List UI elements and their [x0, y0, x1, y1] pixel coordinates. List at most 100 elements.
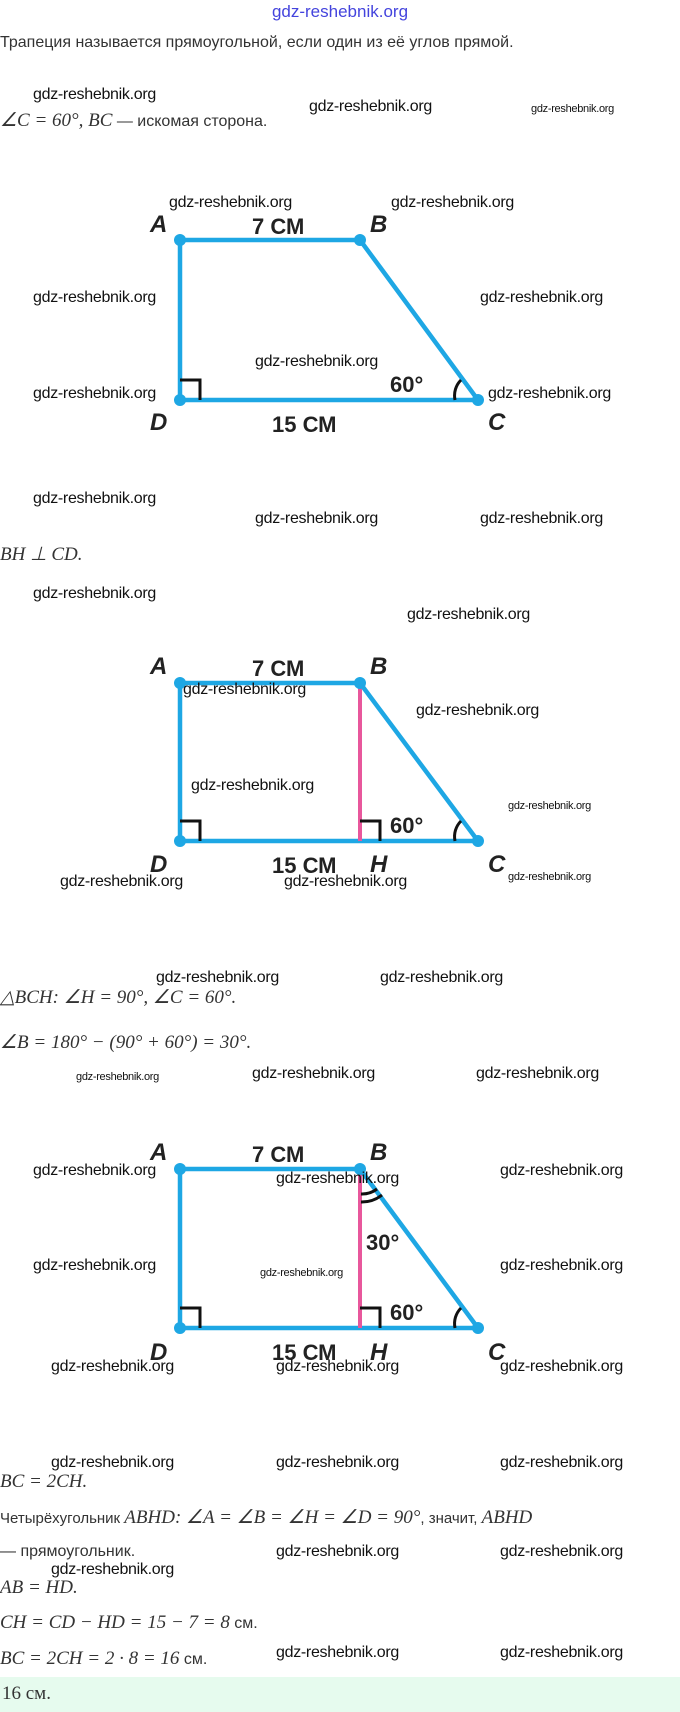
watermark: gdz-reshebnik.org [33, 1162, 156, 1179]
watermark: gdz-reshebnik.org [191, 777, 314, 794]
watermark: gdz-reshebnik.org [51, 1561, 174, 1578]
watermark: gdz-reshebnik.org [255, 510, 378, 527]
watermark: gdz-reshebnik.org [33, 289, 156, 306]
angle-arc [453, 378, 463, 401]
angle-b-label: 30° [366, 1230, 399, 1255]
angle-c-label: 60° [390, 1300, 423, 1325]
top-length-label: 7 СМ [252, 1142, 304, 1167]
watermark: gdz-reshebnik.org [500, 1358, 623, 1375]
watermark: gdz-reshebnik.org [51, 1358, 174, 1375]
quad-suffix: — прямоугольник. [0, 1543, 136, 1560]
trapezoid-sides [177, 237, 483, 403]
right-angle-mark-h [360, 1306, 382, 1328]
watermark: gdz-reshebnik.org [33, 490, 156, 507]
watermark: gdz-reshebnik.org [500, 1454, 623, 1471]
vertex-c-label: C [488, 1339, 506, 1366]
watermark: gdz-reshebnik.org [500, 1644, 623, 1661]
watermark: gdz-reshebnik.org [500, 1162, 623, 1179]
watermark: gdz-reshebnik.org [183, 681, 306, 698]
watermark: gdz-reshebnik.org [156, 969, 279, 986]
watermark: gdz-reshebnik.org [33, 385, 156, 402]
watermark: gdz-reshebnik.org [260, 1267, 343, 1279]
angle-arc-c [453, 1306, 463, 1329]
watermark: gdz-reshebnik.org [33, 86, 156, 103]
bc-line: BC = 2CH = 2 · 8 = 16 см. [0, 1648, 207, 1670]
watermark: gdz-reshebnik.org [380, 969, 503, 986]
quad-line: Четырёхугольник ABHD: ∠A = ∠B = ∠H = ∠D … [0, 1506, 532, 1529]
watermark: gdz-reshebnik.org [276, 1170, 399, 1187]
watermark: gdz-reshebnik.org [51, 1454, 174, 1471]
watermark: gdz-reshebnik.org [500, 1257, 623, 1274]
watermark: gdz-reshebnik.org [407, 606, 530, 623]
watermark: gdz-reshebnik.org [488, 385, 611, 402]
angle-arc-b [360, 1187, 383, 1204]
bottom-length-label: 15 СМ [272, 853, 337, 878]
right-angle-mark-h [360, 819, 382, 841]
vertex-d-label: D [150, 851, 167, 878]
answer-box: 16 см. [0, 1677, 680, 1712]
watermark: gdz-reshebnik.org [252, 1065, 375, 1082]
angle-c-label: 60° [390, 813, 423, 838]
quad-math: ABHD: ∠A = ∠B = ∠H = ∠D = 90° [124, 1507, 421, 1528]
vertex-c-label: C [488, 851, 506, 878]
watermark: gdz-reshebnik.org [276, 1454, 399, 1471]
vertex-d-label: D [150, 409, 167, 436]
watermark: gdz-reshebnik.org [309, 98, 432, 115]
top-length-label: 7 СМ [252, 214, 304, 239]
bc-math: BC = 2CH = 2 · 8 = 16 [0, 1648, 180, 1669]
vertex-d-label: D [150, 1339, 167, 1366]
angle-b-line: ∠B = 180° − (90° + 60°) = 30°. [0, 1032, 252, 1053]
watermark: gdz-reshebnik.org [33, 1257, 156, 1274]
vertex-dots [174, 234, 484, 406]
header-watermark: gdz-reshebnik.org [271, 2, 409, 21]
watermark: gdz-reshebnik.org [416, 702, 539, 719]
top-length-label: 7 СМ [252, 656, 304, 681]
trapezoid-sides [177, 1166, 483, 1331]
ch-unit: см. [229, 1615, 258, 1632]
watermark: gdz-reshebnik.org [60, 873, 183, 890]
answer-text: 16 см. [2, 1683, 51, 1704]
bh-line: BH ⊥ CD. [0, 544, 83, 565]
watermark: gdz-reshebnik.org [76, 1071, 159, 1083]
vertex-b-label: B [370, 1139, 387, 1166]
watermark: gdz-reshebnik.org [391, 194, 514, 211]
quad-math2: ABHD [481, 1507, 533, 1528]
given-suffix: — искомая сторона. [112, 113, 268, 130]
watermark: gdz-reshebnik.org [169, 194, 292, 211]
quad-prefix: Четырёхугольник [0, 1510, 125, 1527]
vertex-b-label: B [370, 211, 387, 238]
ab-hd-line: AB = HD. [0, 1577, 78, 1598]
definition-text: Трапеция называется прямоугольной, если … [0, 34, 514, 51]
vertex-h-label: H [370, 1339, 388, 1366]
bottom-length-label: 15 СМ [272, 1340, 337, 1365]
bc-2ch-line: BC = 2CH. [0, 1471, 88, 1492]
watermark: gdz-reshebnik.org [480, 289, 603, 306]
watermark: gdz-reshebnik.org [276, 1543, 399, 1560]
watermark: gdz-reshebnik.org [480, 510, 603, 527]
watermark: gdz-reshebnik.org [255, 353, 378, 370]
trapezoid-diagram-3: A B D H C 7 СМ 15 СМ 60° 30° [149, 1139, 506, 1366]
watermark: gdz-reshebnik.org [276, 1358, 399, 1375]
watermark: gdz-reshebnik.org [508, 800, 591, 812]
watermark: gdz-reshebnik.org [276, 1644, 399, 1661]
bch-line: △BCH: ∠H = 90°, ∠C = 60°. [0, 987, 237, 1008]
watermark: gdz-reshebnik.org [284, 873, 407, 890]
given-line: ∠C = 60°, BC — искомая сторона. [0, 109, 267, 132]
bottom-length-label: 15 СМ [272, 412, 337, 437]
angle-c-label: 60° [390, 372, 423, 397]
vertex-dots [174, 677, 484, 847]
vertex-b-label: B [370, 653, 387, 680]
vertex-dots [174, 1163, 484, 1334]
ch-math: CH = CD − HD = 15 − 7 = 8 [0, 1612, 230, 1633]
watermark: gdz-reshebnik.org [476, 1065, 599, 1082]
trapezoid-diagram-2: A B D H C 7 СМ 15 СМ 60° [149, 653, 506, 878]
vertex-c-label: C [488, 409, 506, 436]
trapezoid-diagram-1: A B D C 7 СМ 15 СМ 60° [149, 211, 506, 437]
right-angle-mark [180, 819, 202, 841]
quad-mid: , значит, [420, 1510, 482, 1527]
vertex-a-label: A [149, 211, 167, 238]
vertex-h-label: H [370, 851, 388, 878]
given-math: ∠C = 60°, BC [0, 110, 113, 131]
bc-unit: см. [179, 1651, 208, 1668]
watermark: gdz-reshebnik.org [508, 871, 591, 883]
